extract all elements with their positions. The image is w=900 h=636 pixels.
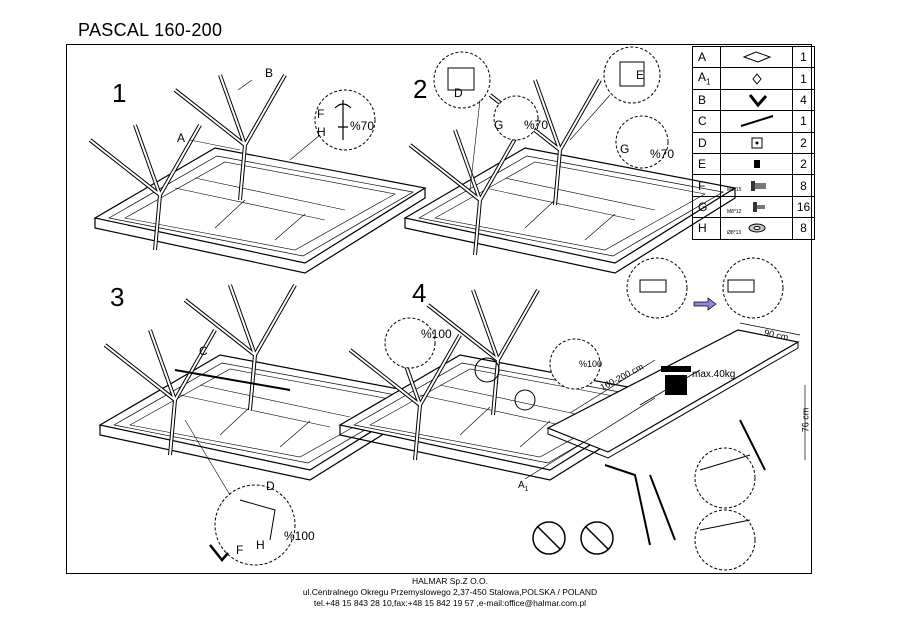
part-quantity: 1	[792, 45, 815, 69]
callout-d: D	[454, 86, 463, 100]
callout-pct-100: %100	[284, 529, 315, 543]
callout-g: G	[494, 118, 504, 132]
screw-icon: M8*12	[720, 195, 793, 219]
washer-icon: Ø8*13	[720, 217, 793, 240]
step2-drawing	[404, 46, 736, 274]
callout-pct-70: %70	[350, 119, 375, 133]
callout-pct-100: %100	[421, 327, 452, 341]
callout-b: B	[265, 66, 274, 80]
callout-g: G	[620, 142, 630, 156]
callout-e: E	[636, 68, 645, 82]
part-code: A	[692, 45, 721, 69]
callout-pct-70: %70	[650, 147, 675, 161]
part-quantity: 8	[792, 174, 815, 197]
leg-icon	[720, 88, 793, 112]
part-code: C	[692, 110, 721, 133]
part-spec: M8*12	[727, 208, 742, 215]
callout-pct-100: %100	[579, 359, 603, 369]
company-name: HALMAR Sp.Z O.O.	[411, 576, 489, 586]
step-number-3: 3	[110, 282, 125, 312]
callout-a: A	[177, 131, 186, 145]
step4-drawing	[339, 288, 671, 481]
assembled-table	[524, 322, 806, 546]
page-title: PASCAL 160-200	[78, 20, 223, 40]
bolt-icon: M8*15	[720, 174, 793, 197]
part-code: F	[692, 174, 721, 197]
part-quantity: 4	[792, 88, 815, 112]
step-number-1: 1	[112, 78, 127, 108]
clip-icon	[720, 152, 793, 176]
callout-f: F	[317, 107, 325, 121]
company-address: ul.Centralnego Okregu Przemyslowego 2,37…	[302, 587, 598, 597]
extension-label: A1	[518, 480, 529, 493]
company-contact: tel.+48 15 843 28 10,fax:+48 15 842 19 5…	[313, 598, 587, 608]
part-quantity: 8	[792, 217, 815, 240]
step3-drawing	[99, 283, 431, 566]
warning-icons	[532, 521, 614, 555]
callout-f: F	[236, 543, 244, 557]
max-load-label: max.40kg	[692, 369, 736, 380]
rail-icon	[720, 110, 793, 133]
callout-pct-70: %70	[524, 118, 549, 132]
part-quantity: 1	[792, 67, 815, 90]
part-spec: Ø8*13	[727, 230, 742, 237]
part-quantity: 2	[792, 152, 815, 176]
top-panel-icon	[720, 45, 793, 69]
bracket-icon	[720, 131, 793, 154]
parts-row: A1 1	[692, 67, 815, 90]
callout-c: C	[199, 344, 208, 358]
step-number-2: 2	[413, 74, 428, 104]
parts-row: G M8*12 16	[692, 195, 815, 219]
lock-detail	[626, 257, 784, 319]
part-code: G	[692, 195, 721, 219]
arrow-right-icon	[693, 297, 717, 311]
part-code: H	[692, 217, 721, 240]
parts-row: H Ø8*13 8	[692, 217, 815, 240]
step1-drawing	[88, 73, 426, 274]
parts-row: F M8*15 8	[692, 174, 815, 197]
extension-panel-icon	[720, 67, 793, 90]
part-code: A1	[692, 67, 721, 90]
part-code: E	[692, 152, 721, 176]
part-quantity: 1	[792, 110, 815, 133]
instruction-frame	[66, 44, 812, 574]
part-spec: M8*15	[727, 187, 742, 194]
part-code: D	[692, 131, 721, 154]
extension-hints	[694, 447, 756, 571]
height-dimension: 76 cm	[800, 407, 811, 433]
callout-h: H	[256, 538, 265, 552]
part-quantity: 2	[792, 131, 815, 154]
part-code: B	[692, 88, 721, 112]
callout-d: D	[266, 479, 275, 493]
step-number-4: 4	[412, 278, 427, 308]
callout-h: H	[317, 125, 326, 139]
part-quantity: 16	[792, 195, 815, 219]
